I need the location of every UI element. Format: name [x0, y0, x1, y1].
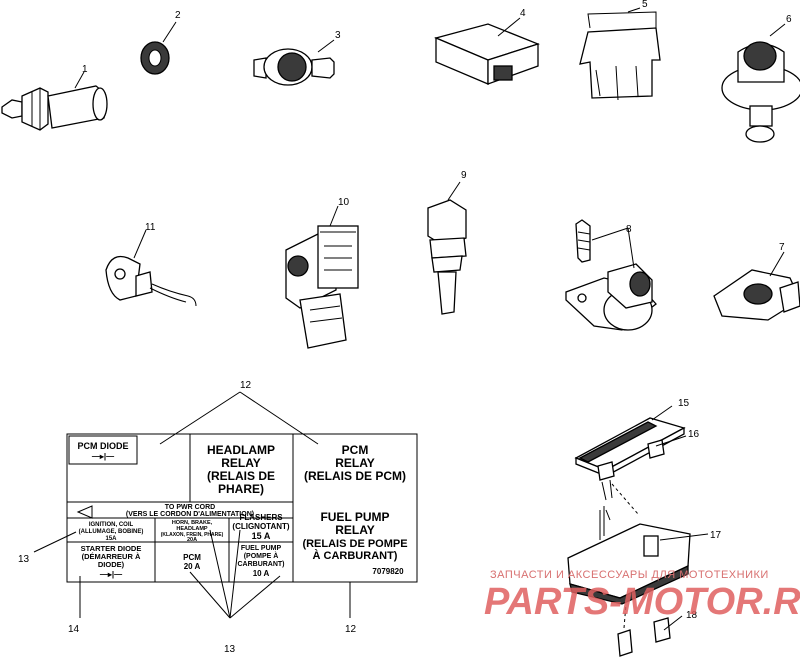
svg-text:(RELAIS DE POMPE: (RELAIS DE POMPE — [302, 538, 407, 550]
svg-text:RELAY: RELAY — [335, 523, 375, 537]
callout-2: 2 — [175, 10, 181, 21]
svg-text:PCM: PCM — [183, 553, 201, 562]
svg-text:(CLIGNOTANT): (CLIGNOTANT) — [232, 522, 290, 531]
callout-15: 15 — [678, 398, 690, 409]
label-horn-brake: HORN, BRAKE, HEADLAMP (KLAXON, FREIN, PH… — [161, 520, 224, 543]
svg-text:TO PWR CORD: TO PWR CORD — [165, 504, 215, 511]
svg-text:15 A: 15 A — [252, 531, 271, 541]
callout-3: 3 — [335, 30, 341, 41]
watermark: ЗАПЧАСТИ И АКСЕССУАРЫ ДЛЯ МОТОТЕХНИКИ PA… — [484, 569, 800, 623]
svg-text:STARTER DIODE: STARTER DIODE — [81, 544, 142, 553]
svg-text:FUEL PUMP: FUEL PUMP — [241, 545, 282, 552]
callout-13-bottom: 13 — [224, 644, 236, 655]
svg-text:IGNITION, COIL: IGNITION, COIL — [89, 522, 134, 528]
label-fuel-pump-fuse: FUEL PUMP (POMPE À CARBURANT) 10 A — [237, 545, 284, 578]
callout-7: 7 — [779, 242, 785, 253]
svg-text:PHARE): PHARE) — [218, 482, 264, 496]
part-16-screw — [597, 435, 687, 515]
svg-text:FUEL PUMP: FUEL PUMP — [320, 510, 389, 524]
callout-9: 9 — [461, 170, 467, 181]
label-headlamp-relay: HEADLAMP RELAY (RELAIS DE PHARE) — [207, 443, 275, 496]
svg-text:(POMPE À: (POMPE À — [244, 551, 279, 560]
svg-text:(DÉMARREUR À: (DÉMARREUR À — [82, 552, 141, 561]
part-6-map-sensor — [721, 23, 800, 143]
svg-text:(KLAXON, FREIN, PHARE): (KLAXON, FREIN, PHARE) — [161, 532, 224, 538]
callout-14: 14 — [68, 624, 80, 635]
svg-text:FLASHERS: FLASHERS — [239, 513, 283, 522]
part-15-cover — [574, 405, 686, 477]
leader-lines — [33, 529, 351, 619]
svg-text:—▸|—: —▸|— — [92, 452, 114, 461]
svg-text:PCM: PCM — [342, 443, 369, 457]
part-8-tps-sensor — [565, 219, 657, 331]
svg-text:20A: 20A — [187, 537, 197, 543]
callout-10: 10 — [338, 197, 350, 208]
label-to-pwr-cord: TO PWR CORD (VERS LE CORDON D'ALIMENTATI… — [126, 504, 254, 518]
callout-6: 6 — [786, 14, 792, 25]
fuse-label-decal — [66, 391, 418, 583]
label-ignition-coil: IGNITION, COIL (ALLUMAGE, BOBINE) 15A — [79, 522, 144, 542]
part-7-position-sensor — [713, 251, 800, 321]
svg-text:15A: 15A — [105, 536, 117, 542]
callout-5: 5 — [642, 0, 648, 10]
callout-12-bottom: 12 — [345, 624, 357, 635]
label-flashers: FLASHERS (CLIGNOTANT) 15 A — [232, 513, 290, 541]
svg-text:HEADLAMP: HEADLAMP — [207, 443, 275, 457]
label-starter-diode: STARTER DIODE (DÉMARREUR À DIODE) —▸|— — [81, 544, 142, 579]
svg-text:(VERS LE CORDON D'ALIMENTATION: (VERS LE CORDON D'ALIMENTATION) — [126, 511, 254, 518]
part-10-transducer — [285, 205, 359, 349]
label-pcm-relay: PCM RELAY (RELAIS DE PCM) — [304, 443, 406, 483]
svg-text:RELAY: RELAY — [335, 456, 375, 470]
svg-text:À CARBURANT): À CARBURANT) — [313, 549, 398, 562]
callout-1: 1 — [82, 64, 88, 75]
svg-text:(RELAIS DE: (RELAIS DE — [207, 469, 275, 483]
svg-text:HEADLAMP: HEADLAMP — [176, 526, 207, 532]
callout-18: 18 — [686, 610, 698, 621]
label-pcm-diode: PCM DIODE —▸|— — [77, 441, 128, 461]
part-2-washer — [140, 21, 177, 75]
callout-16: 16 — [688, 429, 700, 440]
label-fuel-pump-relay: FUEL PUMP RELAY (RELAIS DE POMPE À CARBU… — [302, 510, 407, 562]
label-part-number: 7079820 — [372, 567, 404, 576]
part-18-screw — [617, 603, 683, 657]
callout-12-top: 12 — [240, 380, 252, 391]
callout-8: 8 — [626, 224, 632, 235]
label-pcm-fuse: PCM 20 A — [183, 553, 201, 571]
svg-text:(ALLUMAGE, BOBINE): (ALLUMAGE, BOBINE) — [79, 529, 144, 535]
callout-17: 17 — [710, 530, 722, 541]
part-9-temp-sensor — [427, 181, 467, 315]
callout-13-left: 13 — [18, 554, 30, 565]
watermark-logo: PARTS-MOTOR.RU — [484, 581, 800, 623]
svg-text:RELAY: RELAY — [221, 456, 261, 470]
part-17-fuse-box — [567, 506, 709, 605]
svg-text:20 A: 20 A — [184, 562, 201, 571]
callout-4: 4 — [520, 8, 526, 19]
svg-text:—▸|—: —▸|— — [100, 570, 122, 579]
svg-text:HORN, BRAKE,: HORN, BRAKE, — [172, 520, 213, 526]
svg-text:10 A: 10 A — [253, 569, 270, 578]
svg-text:PCM DIODE: PCM DIODE — [77, 441, 128, 451]
callout-11: 11 — [145, 222, 156, 233]
svg-text:CARBURANT): CARBURANT) — [237, 561, 284, 568]
part-5-bracket — [579, 7, 661, 101]
svg-text:(RELAIS DE PCM): (RELAIS DE PCM) — [304, 469, 406, 483]
part-4-module — [434, 17, 540, 85]
part-11-speed-sensor — [105, 229, 197, 307]
svg-text:ЗАПЧАСТИ И АКСЕССУАРЫ ДЛЯ МОТО: ЗАПЧАСТИ И АКСЕССУАРЫ ДЛЯ МОТОТЕХНИКИ — [490, 569, 769, 581]
svg-text:DIODE): DIODE) — [98, 560, 125, 569]
part-3-switch — [253, 39, 335, 86]
part-1-sensor — [1, 71, 108, 131]
